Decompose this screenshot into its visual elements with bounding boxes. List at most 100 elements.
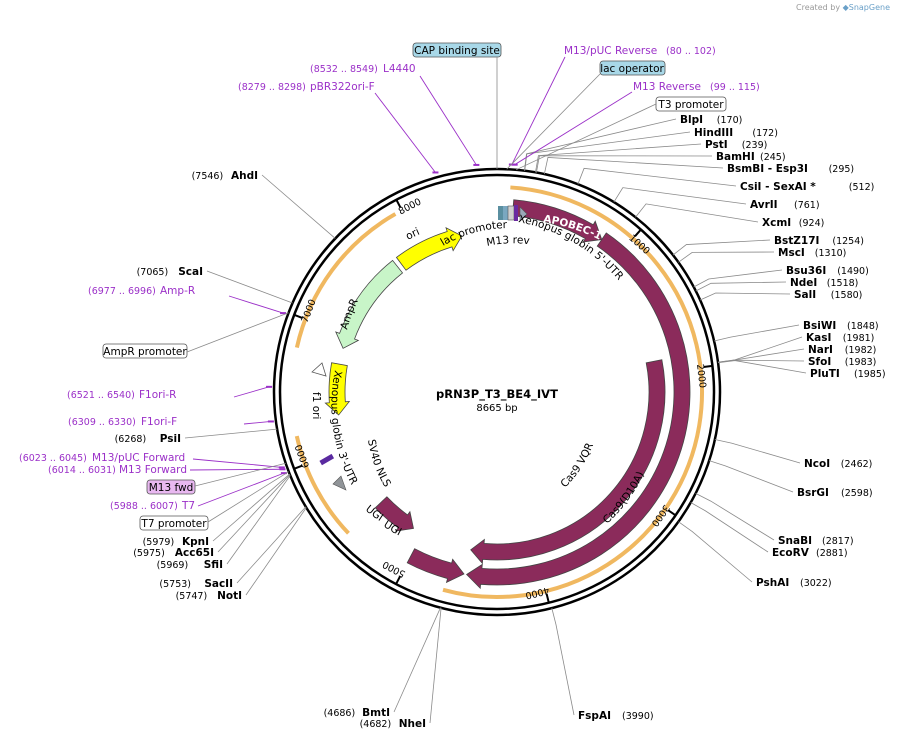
leader-left-9	[429, 607, 442, 724]
primer-l4440[interactable]: L4440	[383, 63, 416, 75]
m13fwd-label[interactable]: M13 fwd	[149, 482, 194, 494]
tick-2000	[703, 364, 713, 368]
enzyme-noti[interactable]: NotI	[217, 590, 242, 602]
enzyme-kasi[interactable]: KasI	[806, 332, 831, 344]
primer-leader-2	[419, 75, 477, 166]
ori-label: ori	[404, 226, 422, 243]
enzyme-ndei[interactable]: NdeI	[790, 277, 817, 289]
enzyme-bsiwi[interactable]: BsiWI	[803, 320, 836, 332]
m13fwd-mark	[319, 453, 335, 466]
enzyme-nari[interactable]: NarI	[808, 344, 833, 356]
t7-box	[139, 515, 209, 531]
enzyme-pos-7: (924)	[799, 218, 825, 229]
tick-marks	[293, 199, 713, 603]
enzyme-pos-10: (1490)	[837, 266, 869, 277]
leader-8	[672, 239, 771, 256]
primer-m13puc-fwd-pos: (6023 .. 6045)	[19, 453, 87, 464]
leader-19	[709, 460, 794, 493]
primer-pbr322[interactable]: pBR322ori-F	[310, 81, 375, 93]
enzyme-fspai[interactable]: FspAI	[578, 710, 611, 722]
enzyme-sacii[interactable]: SacII	[204, 578, 233, 590]
snapgene-icon: ◆	[842, 3, 849, 12]
ampr-promoter-box	[102, 343, 188, 359]
primer-leader-3	[374, 92, 436, 173]
enzyme-left-pos-0: (7546)	[192, 171, 224, 182]
enzyme-msci[interactable]: MscI	[778, 247, 805, 259]
box-leader-1	[506, 73, 601, 170]
enzyme-sfii[interactable]: SfiI	[204, 559, 223, 571]
enzyme-pshai[interactable]: PshAI	[756, 577, 789, 589]
enzyme-ecorv[interactable]: EcoRV	[772, 547, 810, 559]
tick-4000	[545, 593, 550, 603]
leader-3	[536, 155, 713, 173]
t7-label[interactable]: T7 promoter	[140, 518, 207, 530]
primer-m13-rev[interactable]: M13 Reverse	[633, 81, 701, 93]
box-leader-2	[515, 103, 657, 171]
enzyme-scai[interactable]: ScaI	[178, 266, 203, 278]
enzyme-bamhi[interactable]: BamHI	[716, 151, 755, 163]
enzyme-snabi[interactable]: SnaBI	[778, 535, 812, 547]
enzyme-bsmbi-esp3i[interactable]: BsmBI - Esp3I	[727, 163, 808, 175]
primer-leader-4	[228, 295, 284, 314]
enzymes-left: AhdI(7546)ScaI(7065)PsiI(6268)KpnI(5979)…	[115, 170, 426, 730]
ampr-promoter-label[interactable]: AmpR promoter	[103, 346, 187, 358]
t3-promoter-mark	[519, 206, 528, 222]
feature-ugi-3[interactable]	[406, 548, 465, 584]
m13-rev-label: M13 rev	[485, 234, 530, 249]
tick-8000	[395, 199, 402, 209]
leader-left-3	[212, 473, 290, 542]
enzyme-nhei[interactable]: NheI	[399, 718, 426, 730]
primer-t7[interactable]: T7	[181, 500, 195, 512]
enzyme-pluti[interactable]: PluTI	[810, 368, 840, 380]
leader-10	[693, 269, 783, 288]
enzyme-psti[interactable]: PstI	[705, 139, 728, 151]
enzyme-left-pos-9: (4682)	[360, 719, 392, 730]
enzyme-sali[interactable]: SalI	[794, 289, 816, 301]
primer-m13puc-fwd[interactable]: M13/pUC Forward	[92, 452, 185, 464]
enzyme-kpni[interactable]: KpnI	[182, 536, 209, 548]
tick-label-7000: 7000	[300, 298, 319, 325]
enzyme-bstz17i[interactable]: BstZ17I	[774, 235, 819, 247]
enzyme-xcmi[interactable]: XcmI	[762, 217, 791, 229]
enzyme-csii-sexai-[interactable]: CsiI - SexAI *	[740, 181, 816, 193]
feature-f1-ori-7[interactable]	[324, 362, 351, 416]
enzyme-psii[interactable]: PsiI	[160, 433, 181, 445]
feature-ugi-4[interactable]	[374, 496, 414, 532]
enzyme-blpi[interactable]: BlpI	[680, 114, 703, 126]
enzyme-bmti[interactable]: BmtI	[362, 707, 390, 719]
enzyme-bsrgi[interactable]: BsrGI	[797, 487, 829, 499]
feature-cas9-d10a--1[interactable]	[465, 232, 691, 590]
primer-f1ori-f[interactable]: F1ori-F	[141, 416, 177, 428]
enzyme-bsu36i[interactable]: Bsu36I	[786, 265, 826, 277]
primer-m13puc-rev-pos: (80 .. 102)	[666, 46, 716, 57]
leader-left-1	[206, 270, 293, 304]
primer-leader-9	[197, 472, 285, 507]
primer-m13-fwd[interactable]: M13 Forward	[119, 464, 187, 476]
primer-ampr[interactable]: Amp-R	[160, 285, 195, 297]
orange-ring	[294, 185, 704, 599]
lac-operator-label[interactable]: lac operator	[600, 63, 664, 75]
enzyme-ahdi[interactable]: AhdI	[231, 170, 258, 182]
primer-f1ori-f-pos: (6309 .. 6330)	[68, 417, 136, 428]
t3-label[interactable]: T3 promoter	[657, 99, 724, 111]
enzyme-hindiii[interactable]: HindIII	[694, 127, 733, 139]
feature-ampr-6[interactable]	[335, 259, 404, 349]
feature-ori-5[interactable]	[395, 226, 463, 271]
enzymes-right: BlpI(170)HindIII(172)PstI(239)BamHI(245)…	[578, 114, 886, 722]
enzyme-pos-3: (245)	[760, 152, 786, 163]
enzyme-ncoi[interactable]: NcoI	[804, 458, 830, 470]
enzyme-sfoi[interactable]: SfoI	[808, 356, 831, 368]
tick-3000	[667, 509, 677, 517]
cap-site-mark	[498, 206, 503, 220]
svg-text:M13 rev: M13 rev	[485, 234, 530, 249]
cap-label[interactable]: CAP binding site	[414, 45, 500, 57]
enzyme-pos-18: (2462)	[841, 459, 873, 470]
feature-cas9-vqr-2[interactable]	[470, 359, 666, 565]
enzyme-avrii[interactable]: AvrII	[750, 199, 778, 211]
leader-12	[699, 292, 791, 301]
primer-m13puc-rev[interactable]: M13/pUC Reverse	[564, 45, 657, 57]
enzyme-acc65i[interactable]: Acc65I	[175, 547, 214, 559]
primer-f1ori-r[interactable]: F1ori-R	[139, 389, 176, 401]
leader-left-0	[261, 174, 336, 239]
